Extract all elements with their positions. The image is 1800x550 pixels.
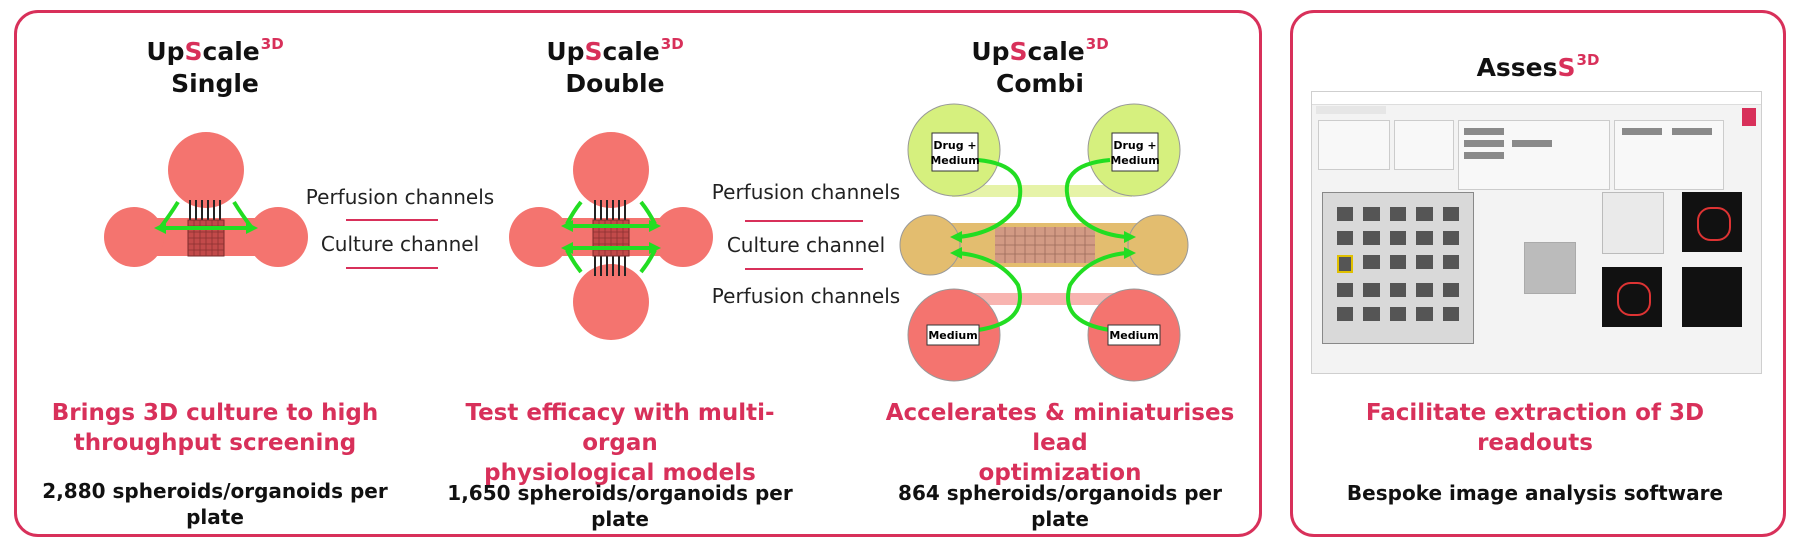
divider [745,220,863,222]
brand-assess: AssesS3D [1476,51,1600,82]
count-single: 2,880 spheroids/organoids per plate [42,479,388,529]
brand-upscale: UpScale3D [546,35,684,66]
title-assess: AssesS3D [1408,44,1668,84]
well-top [168,132,244,208]
well-right [248,207,308,267]
software-screenshot [1311,91,1762,374]
well-label-bottom-left: Medium [928,329,977,342]
count-combi: 864 spheroids/organoids per plate [898,481,1222,531]
title-double: UpScale3D Double [485,28,745,100]
divider [346,267,438,269]
well-label-top-right-1: Drug + [1113,139,1156,152]
label-perfusion-bottom: Perfusion channels [711,284,901,308]
variant-label: Combi [995,69,1085,98]
combi-device-diagram: Drug + Medium Drug + Medium Medium Mediu… [899,103,1189,382]
variant-label: Single [171,69,259,98]
title-single: UpScale3D Single [85,28,345,100]
divider [745,268,863,270]
software-subtitle: Bespoke image analysis software [1346,481,1724,505]
well-left [104,207,164,267]
double-device-diagram [509,132,713,340]
well-label-top-right-2: Medium [1110,154,1159,167]
well-label-top-left-1: Drug + [933,139,976,152]
label-culture: Culture channel [320,232,480,256]
count-double: 1,650 spheroids/organoids per plate [447,481,793,531]
divider [346,219,438,221]
label-culture: Culture channel [726,233,886,257]
grid-image [1322,192,1474,344]
label-perfusion: Perfusion channels [305,185,495,209]
title-combi: UpScale3D Combi [910,28,1170,100]
label-perfusion-top: Perfusion channels [711,180,901,204]
brand-upscale: UpScale3D [146,35,284,66]
well-label-top-left-2: Medium [930,154,979,167]
single-device-diagram [104,132,308,267]
products-panel [14,10,1262,537]
well-label-bottom-right: Medium [1109,329,1158,342]
variant-label: Double [565,69,665,98]
brand-upscale: UpScale3D [971,35,1109,66]
